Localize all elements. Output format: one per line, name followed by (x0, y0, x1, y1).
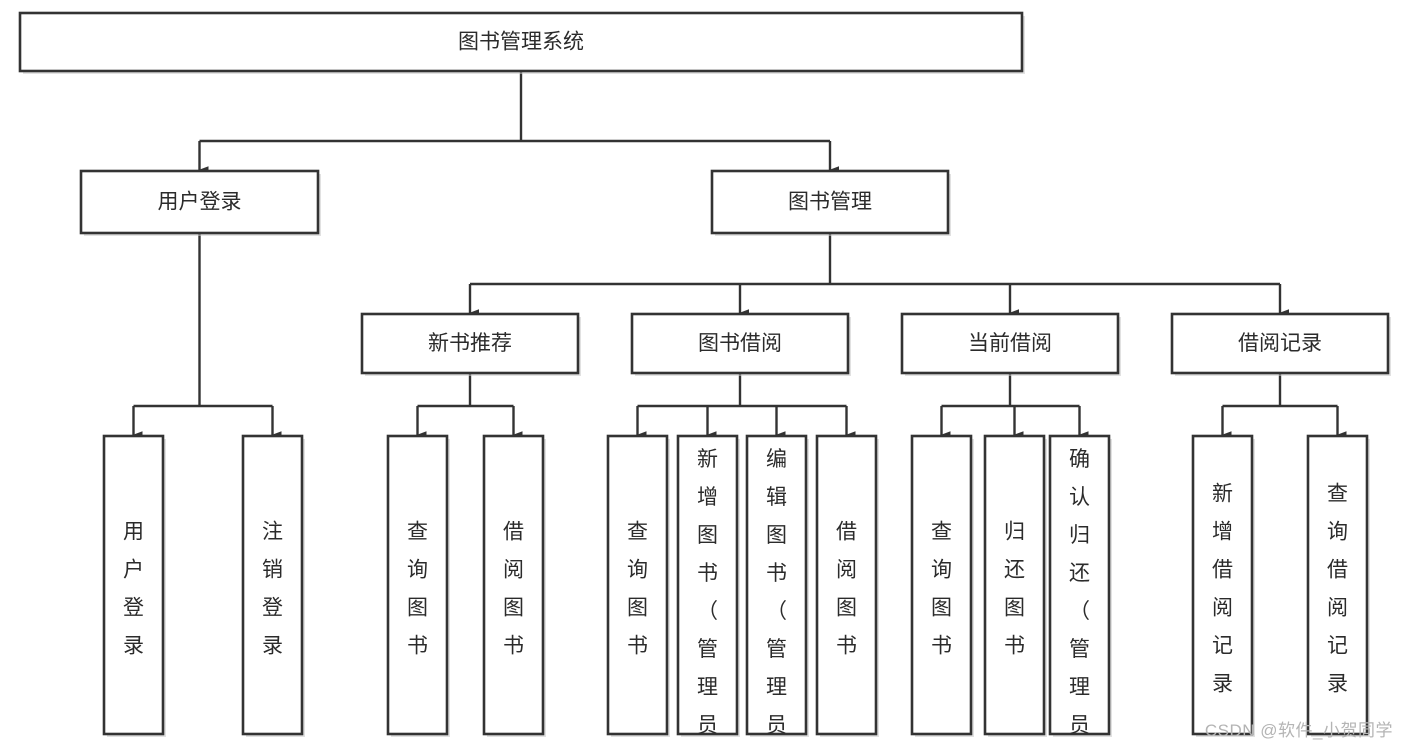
node-label: 图书管理 (788, 191, 872, 214)
node-label: 查询借阅记录 (1327, 483, 1348, 696)
node-label: 查询图书 (407, 521, 428, 658)
node-label: 图书借阅 (698, 332, 782, 355)
node-leaf-user-login[interactable]: 用户登录 (102, 434, 166, 737)
node-box[interactable] (18, 11, 1024, 73)
node-box[interactable] (815, 434, 878, 736)
node-label: 图书管理系统 (458, 31, 584, 54)
node-box[interactable] (676, 434, 739, 736)
node-box[interactable] (1306, 434, 1369, 736)
node-new-book-recommend[interactable]: 新书推荐 (360, 312, 581, 376)
node-box[interactable] (900, 312, 1120, 375)
node-label: 确认归还（管理员） (1069, 448, 1090, 747)
node-leaf-borrow-book-1[interactable]: 借阅图书 (482, 434, 546, 737)
node-layer: 图书管理系统用户登录图书管理新书推荐图书借阅当前借阅借阅记录用户登录注销登录查询… (18, 11, 1391, 747)
node-current-borrow[interactable]: 当前借阅 (900, 312, 1121, 376)
node-box[interactable] (910, 434, 973, 736)
node-label: 注销登录 (262, 521, 283, 658)
node-leaf-query-record[interactable]: 查询借阅记录 (1306, 434, 1370, 737)
connector-user-login (132, 233, 282, 439)
connector-layer (132, 71, 1347, 439)
node-label: 用户登录 (123, 521, 144, 658)
node-label: 用户登录 (158, 191, 242, 214)
node-label: 借阅图书 (836, 521, 857, 658)
node-label: 归还图书 (1004, 521, 1025, 658)
node-box[interactable] (745, 434, 808, 736)
node-leaf-add-book[interactable]: 新增图书（管理员） (676, 434, 740, 747)
node-book-borrow[interactable]: 图书借阅 (630, 312, 851, 376)
node-box[interactable] (386, 434, 449, 736)
node-leaf-confirm-return[interactable]: 确认归还（管理员） (1048, 434, 1112, 747)
connector-borrow-record (1221, 373, 1347, 439)
connector-book-borrow (636, 373, 856, 439)
node-box[interactable] (102, 434, 165, 736)
node-label: 编辑图书（管理员） (766, 448, 787, 747)
node-box[interactable] (710, 169, 950, 235)
connector-new-book-recommend (416, 373, 523, 439)
node-label: 新增图书（管理员） (697, 448, 718, 747)
node-box[interactable] (983, 434, 1046, 736)
node-root[interactable]: 图书管理系统 (18, 11, 1025, 74)
node-label: 当前借阅 (968, 332, 1052, 355)
node-leaf-query-book-1[interactable]: 查询图书 (386, 434, 450, 737)
node-box[interactable] (606, 434, 669, 736)
node-label: 查询图书 (627, 521, 648, 658)
node-box[interactable] (79, 169, 320, 235)
connector-book-manage (468, 233, 1289, 317)
connector-current-borrow (940, 373, 1089, 439)
node-box[interactable] (482, 434, 545, 736)
node-book-manage[interactable]: 图书管理 (710, 169, 951, 236)
node-leaf-return-book[interactable]: 归还图书 (983, 434, 1047, 737)
node-leaf-add-record[interactable]: 新增借阅记录 (1191, 434, 1255, 737)
node-label: 借阅图书 (503, 521, 524, 658)
node-label: 新增借阅记录 (1212, 483, 1233, 696)
node-leaf-borrow-book-2[interactable]: 借阅图书 (815, 434, 879, 737)
connector-root (198, 71, 839, 174)
node-label: 查询图书 (931, 521, 952, 658)
node-box[interactable] (1191, 434, 1254, 736)
node-label: 新书推荐 (428, 332, 512, 355)
node-label: 借阅记录 (1238, 332, 1322, 355)
node-user-login[interactable]: 用户登录 (79, 169, 321, 236)
node-leaf-query-book-3[interactable]: 查询图书 (910, 434, 974, 737)
node-box[interactable] (1170, 312, 1390, 375)
node-borrow-record[interactable]: 借阅记录 (1170, 312, 1391, 376)
node-box[interactable] (1048, 434, 1111, 736)
csdn-watermark: CSDN @软件_小贺同学 (1204, 721, 1393, 740)
node-leaf-query-book-2[interactable]: 查询图书 (606, 434, 670, 737)
node-leaf-user-logout[interactable]: 注销登录 (241, 434, 305, 737)
node-leaf-edit-book[interactable]: 编辑图书（管理员） (745, 434, 809, 747)
node-box[interactable] (360, 312, 580, 375)
node-box[interactable] (241, 434, 304, 736)
node-box[interactable] (630, 312, 850, 375)
